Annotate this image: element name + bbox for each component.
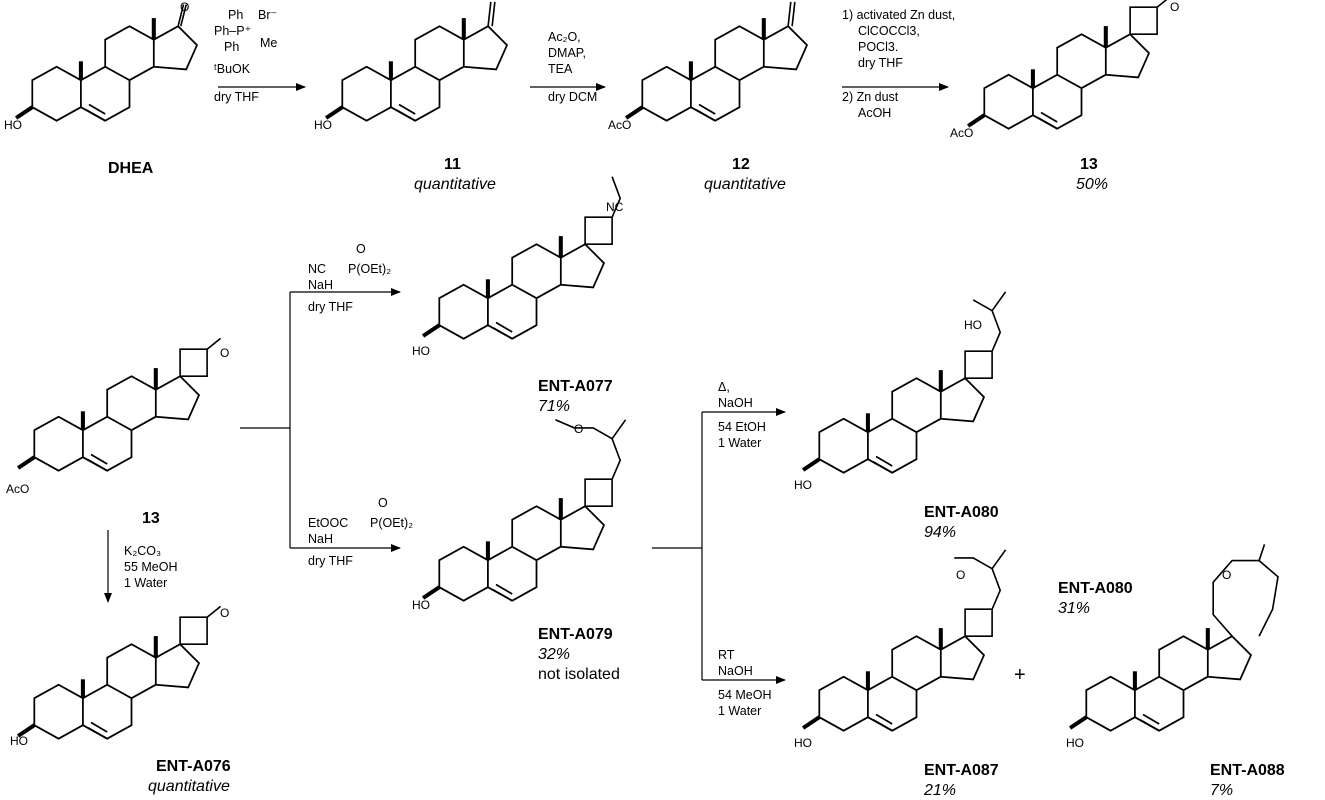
compound-13-structure: [966, 0, 1168, 129]
c12-aco: AcO: [608, 118, 632, 132]
a080-ho: HO: [794, 478, 812, 492]
a080-label: ENT-A080: [924, 504, 999, 521]
step1-php: Ph–P⁺: [214, 24, 252, 38]
c13-label: 13: [1080, 156, 1098, 173]
c12-label: 12: [732, 156, 750, 173]
a079-yield: 32%: [538, 646, 571, 663]
a077-yield: 71%: [538, 398, 571, 415]
ent-a087-structure: [801, 549, 1007, 731]
a076-o: O: [220, 606, 230, 620]
ent-a079-structure: [421, 419, 627, 601]
step8-water: 1 Water: [718, 704, 762, 718]
step8-rt: RT: [718, 648, 735, 662]
step1-solvent: dry THF: [214, 90, 259, 104]
compound-12-structure: [624, 1, 807, 121]
a077-nc: NC: [606, 200, 624, 214]
step5-o: O: [356, 242, 366, 256]
a088-ho: HO: [1066, 736, 1084, 750]
step1-ph2: Ph: [224, 40, 240, 54]
a087-o: O: [956, 568, 966, 582]
step6-thf: dry THF: [308, 554, 353, 568]
step3-zn2: 2) Zn dust: [842, 90, 899, 104]
step2-tea: TEA: [548, 62, 573, 76]
c13-yield: 50%: [1076, 176, 1109, 193]
step6-etooc: EtOOC: [308, 516, 349, 530]
c13b-label: 13: [142, 510, 160, 527]
c11-ho: HO: [314, 118, 332, 132]
ent-a077-structure: [421, 176, 622, 339]
c11-yield: quantitative: [414, 176, 496, 193]
dhea-structure: [14, 4, 197, 121]
step5-thf: dry THF: [308, 300, 353, 314]
a080b-yield: 31%: [1058, 600, 1091, 617]
step5-nah: NaH: [308, 278, 334, 292]
step8-meoh: 54 MeOH: [718, 688, 772, 702]
ent-a080-structure: [801, 291, 1007, 473]
c13b-o: O: [220, 346, 230, 360]
c13-o: O: [1170, 0, 1180, 14]
step2-ac2o: Ac₂O,: [548, 30, 581, 44]
step1-br: Br⁻: [258, 8, 278, 22]
step2-solvent: dry DCM: [548, 90, 598, 104]
step1-tbuok: ᵗBuOK: [214, 62, 251, 76]
a076-yield: quantitative: [148, 778, 230, 795]
step3-zn: 1) activated Zn dust,: [842, 8, 956, 22]
c11-label: 11: [444, 156, 461, 173]
step4-meoh: 55 MeOH: [124, 560, 178, 574]
step3-thf: dry THF: [858, 56, 903, 70]
a077-ho: HO: [412, 344, 430, 358]
dhea-label: DHEA: [108, 160, 154, 177]
step4-water: 1 Water: [124, 576, 168, 590]
step7-water: 1 Water: [718, 436, 762, 450]
step1-me: Me: [260, 36, 278, 50]
a087-ho: HO: [794, 736, 812, 750]
step3-pocl3: POCl3.: [858, 40, 899, 54]
a076-label: ENT-A076: [156, 758, 231, 775]
a087-yield: 21%: [924, 782, 957, 799]
a080-yield: 94%: [924, 524, 957, 541]
step5-poet: P(OEt)₂: [348, 262, 392, 276]
branch-from-a079: [652, 412, 703, 680]
step6-o: O: [378, 496, 388, 510]
step3-acoh: AcOH: [858, 106, 892, 120]
a087-label: ENT-A087: [924, 762, 999, 779]
step5-nc: NC: [308, 262, 327, 276]
a079-note: not isolated: [538, 666, 620, 683]
step2-dmap: DMAP,: [548, 46, 586, 60]
plus-sign: +: [1014, 664, 1026, 686]
step7-etoh: 54 EtOH: [718, 420, 766, 434]
dhea-ho: HO: [4, 118, 22, 132]
step8-naoh: NaOH: [718, 664, 753, 678]
a080-oh: HO: [964, 318, 982, 332]
step7-heat: Δ,: [718, 380, 730, 394]
a080b-label: ENT-A080: [1058, 580, 1133, 597]
step6-nah: NaH: [308, 532, 334, 546]
ent-a088-structure: [1068, 544, 1279, 730]
compound-11-structure: [324, 1, 507, 121]
compound-13b-structure: [16, 337, 222, 470]
branch-from-13: [240, 292, 291, 548]
step3-clcoccl3: ClCOCCl3,: [858, 24, 920, 38]
a077-label: ENT-A077: [538, 378, 613, 395]
a088-yield: 7%: [1210, 782, 1234, 799]
step6-poet: P(OEt)₂: [370, 516, 414, 530]
a076-ho: HO: [10, 734, 28, 748]
a079-label: ENT-A079: [538, 626, 613, 643]
c13b-aco: AcO: [6, 482, 30, 496]
step7-naoh: NaOH: [718, 396, 753, 410]
step4-k2co3: K₂CO₃: [124, 544, 162, 558]
a088-label: ENT-A088: [1210, 762, 1285, 779]
dhea-o: O: [180, 0, 190, 14]
a088-o: O: [1222, 568, 1232, 582]
a079-ho: HO: [412, 598, 430, 612]
step1-ph1: Ph: [228, 8, 244, 22]
a079-o: O: [574, 422, 584, 436]
ent-a076-structure: [16, 605, 222, 738]
c13-aco: AcO: [950, 126, 974, 140]
c12-yield: quantitative: [704, 176, 786, 193]
